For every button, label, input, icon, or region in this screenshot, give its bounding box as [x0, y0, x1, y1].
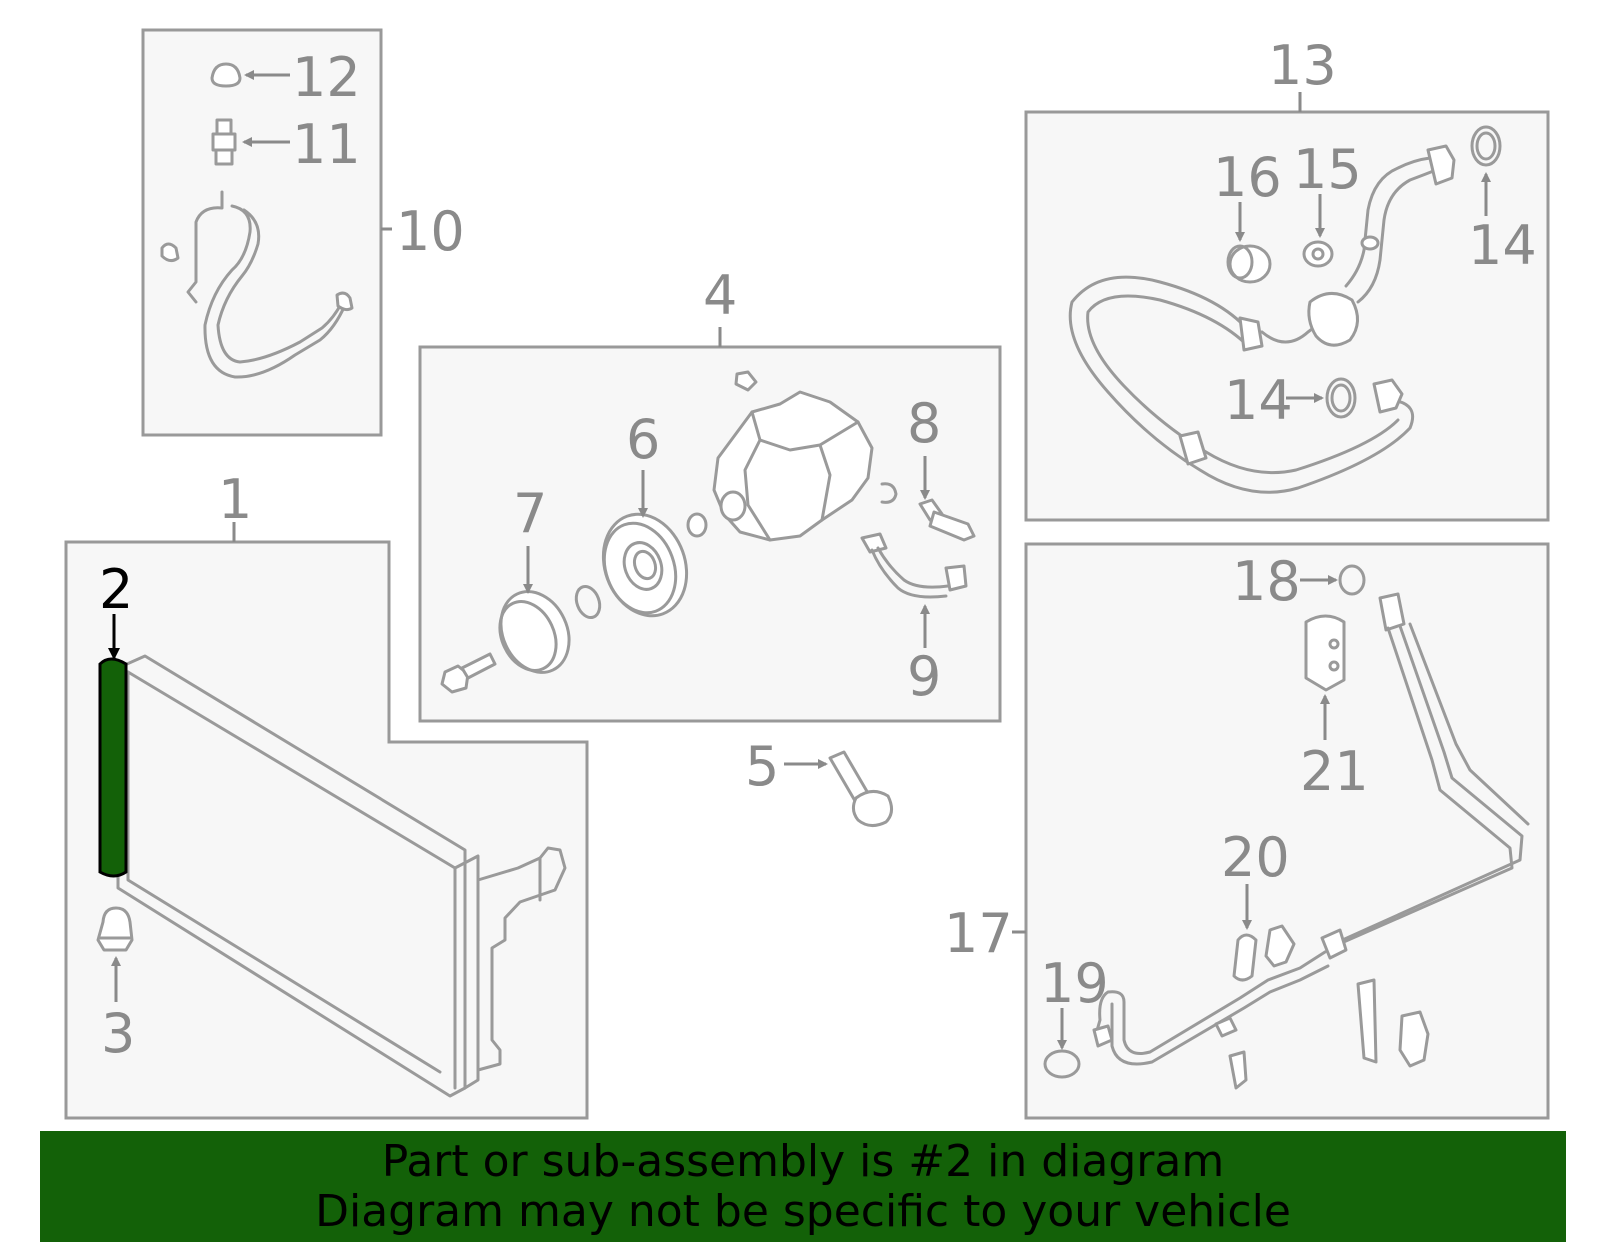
label-20: 20: [1221, 826, 1290, 889]
part-14-o-ring-mid[interactable]: [1325, 377, 1357, 419]
part-20-cap[interactable]: [1232, 933, 1258, 982]
part-4-compressor[interactable]: [712, 370, 874, 542]
label-8: 8: [907, 392, 941, 455]
part-5-bolt[interactable]: [828, 750, 893, 827]
part-8-sensor[interactable]: [918, 498, 976, 542]
spacer-icon[interactable]: [686, 512, 708, 538]
bolt-icon[interactable]: [440, 652, 497, 694]
part-17-lines[interactable]: [1092, 592, 1530, 1090]
label-16: 16: [1213, 146, 1282, 209]
part-7-pulley[interactable]: [488, 580, 582, 683]
label-3: 3: [101, 1002, 135, 1065]
label-9: 9: [907, 645, 941, 708]
label-15: 15: [1293, 138, 1362, 201]
label-13: 13: [1268, 34, 1337, 97]
group-13-box: [1024, 92, 1550, 522]
part-14-o-ring-top[interactable]: [1470, 125, 1502, 167]
info-banner: Part or sub-assembly is #2 in diagram Di…: [40, 1131, 1566, 1242]
group-1-box: [64, 522, 589, 1120]
banner-line-2: Diagram may not be specific to your vehi…: [315, 1185, 1291, 1237]
banner-line-1: Part or sub-assembly is #2 in diagram: [381, 1135, 1225, 1187]
part-1-condenser[interactable]: [116, 654, 567, 1098]
label-4: 4: [703, 264, 737, 327]
part-6-clutch[interactable]: [590, 502, 701, 627]
part-12-cap[interactable]: [210, 62, 242, 88]
part-19-o-ring[interactable]: [1043, 1049, 1081, 1079]
label-1: 1: [218, 468, 252, 531]
part-15-valve-cap[interactable]: [1302, 240, 1334, 268]
label-10: 10: [396, 200, 465, 263]
label-14-top: 14: [1468, 214, 1537, 277]
snap-ring-icon[interactable]: [572, 583, 604, 621]
label-12: 12: [292, 46, 361, 109]
label-2-highlighted: 2: [99, 558, 133, 621]
label-7: 7: [513, 482, 547, 545]
label-14-mid: 14: [1224, 369, 1293, 432]
group-17-box: [1012, 542, 1550, 1120]
label-19: 19: [1040, 952, 1109, 1015]
part-11-valve[interactable]: [211, 118, 237, 166]
label-11: 11: [292, 113, 361, 176]
part-2-highlighted-drier[interactable]: [98, 657, 128, 878]
label-18: 18: [1232, 550, 1301, 613]
label-17: 17: [944, 902, 1013, 965]
part-10-hose[interactable]: [160, 190, 354, 379]
part-9-wire-harness[interactable]: [860, 532, 968, 599]
label-6: 6: [626, 408, 660, 471]
part-16-cap[interactable]: [1226, 244, 1272, 284]
group-4-box: [418, 327, 1002, 723]
label-21: 21: [1300, 740, 1369, 803]
group-10-box: [141, 28, 392, 437]
part-3-bushing[interactable]: [96, 906, 134, 952]
part-18-o-ring[interactable]: [1338, 564, 1366, 596]
part-13-hose[interactable]: [1068, 144, 1456, 494]
label-5: 5: [745, 735, 779, 798]
part-21-expansion-valve[interactable]: [1304, 614, 1346, 692]
